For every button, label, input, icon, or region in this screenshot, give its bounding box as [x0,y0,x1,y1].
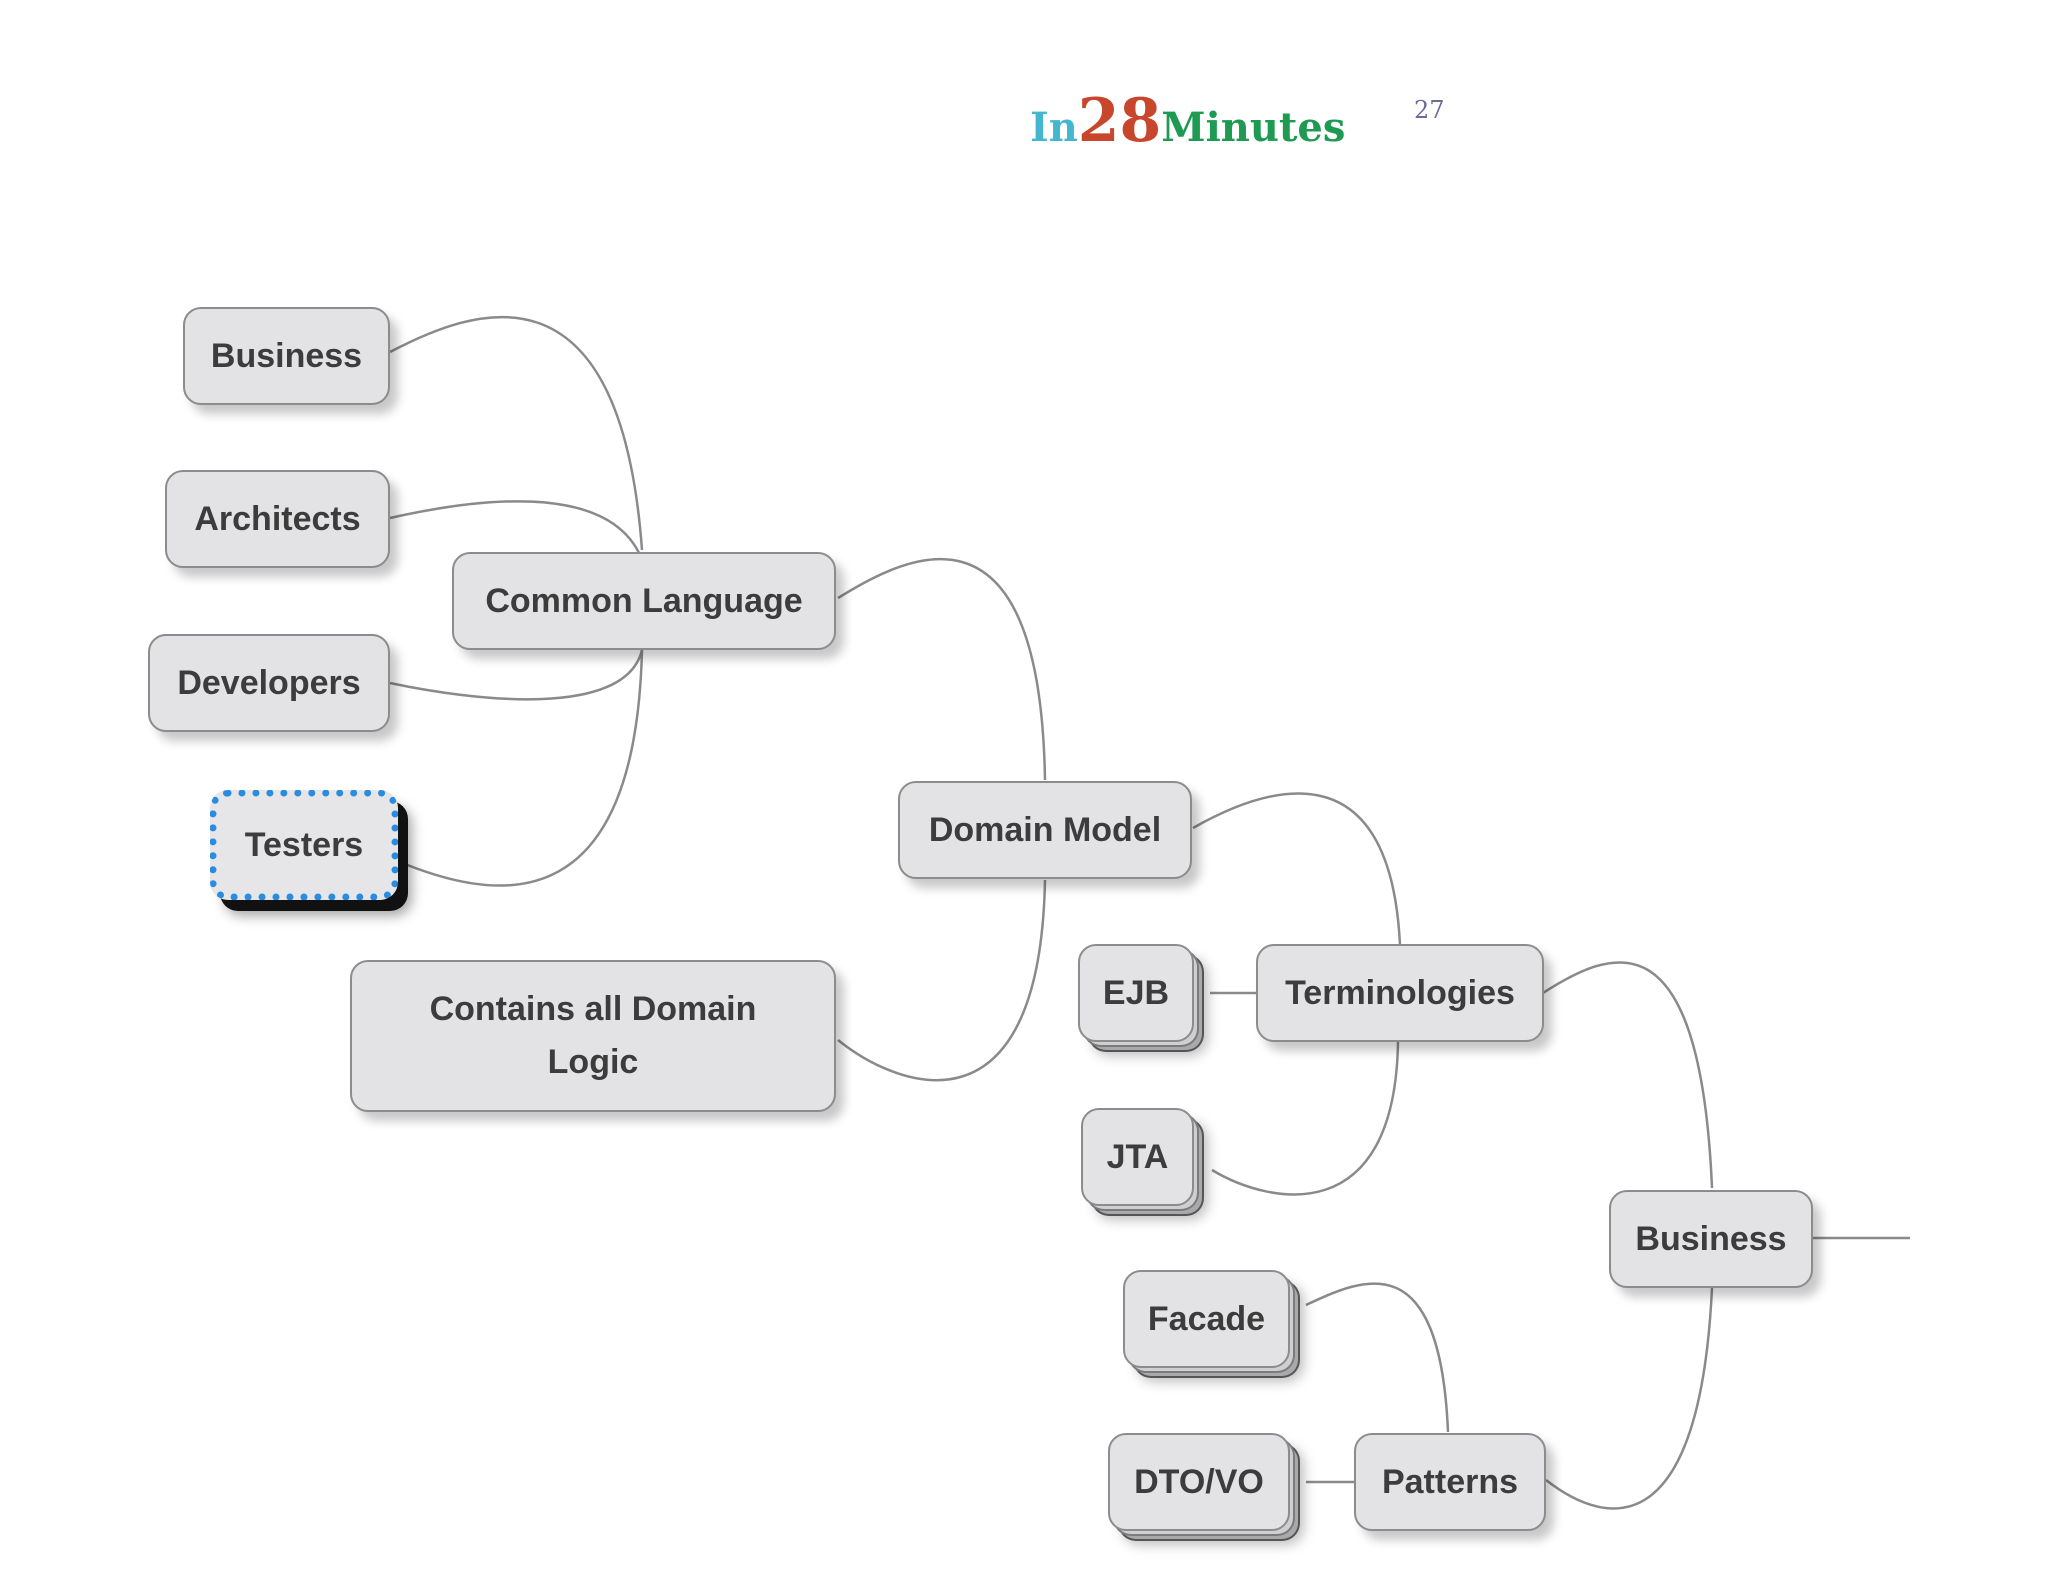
node-ejb[interactable]: EJB [1078,944,1194,1042]
node-testers[interactable]: Testers [210,790,398,900]
node-business-right[interactable]: Business [1609,1190,1813,1288]
in28minutes-logo: In28Minutes [1030,86,1345,156]
connector-testers [394,649,644,887]
connector-jta [1211,1041,1400,1196]
node-business-left[interactable]: Business [183,307,390,405]
node-contains-domain-logic[interactable]: Contains all Domain Logic [350,960,836,1112]
connector-business-right [1542,961,1714,1189]
logo-part-minutes: Minutes [1161,104,1346,151]
page-number: 27 [1414,96,1445,124]
node-patterns[interactable]: Patterns [1354,1433,1546,1531]
node-architects[interactable]: Architects [165,470,390,568]
node-dto-vo[interactable]: DTO/VO [1108,1433,1290,1531]
node-jta[interactable]: JTA [1081,1108,1194,1206]
connector-facade [1305,1282,1450,1433]
logo-part-28: 28 [1077,86,1162,156]
node-facade[interactable]: Facade [1123,1270,1290,1368]
node-domain-model[interactable]: Domain Model [898,781,1192,879]
connector-architects [389,500,642,556]
node-common-language[interactable]: Common Language [452,552,836,650]
connector-business-left [389,315,644,551]
logo-part-in: In [1030,104,1078,151]
connector-terminologies [1192,792,1402,946]
connector-developers [389,649,644,701]
node-developers[interactable]: Developers [148,634,390,732]
node-terminologies[interactable]: Terminologies [1256,944,1544,1042]
connector-contains-domain-logic [837,879,1047,1082]
connector-patterns [1545,1287,1714,1510]
connector-common-language [837,557,1047,781]
